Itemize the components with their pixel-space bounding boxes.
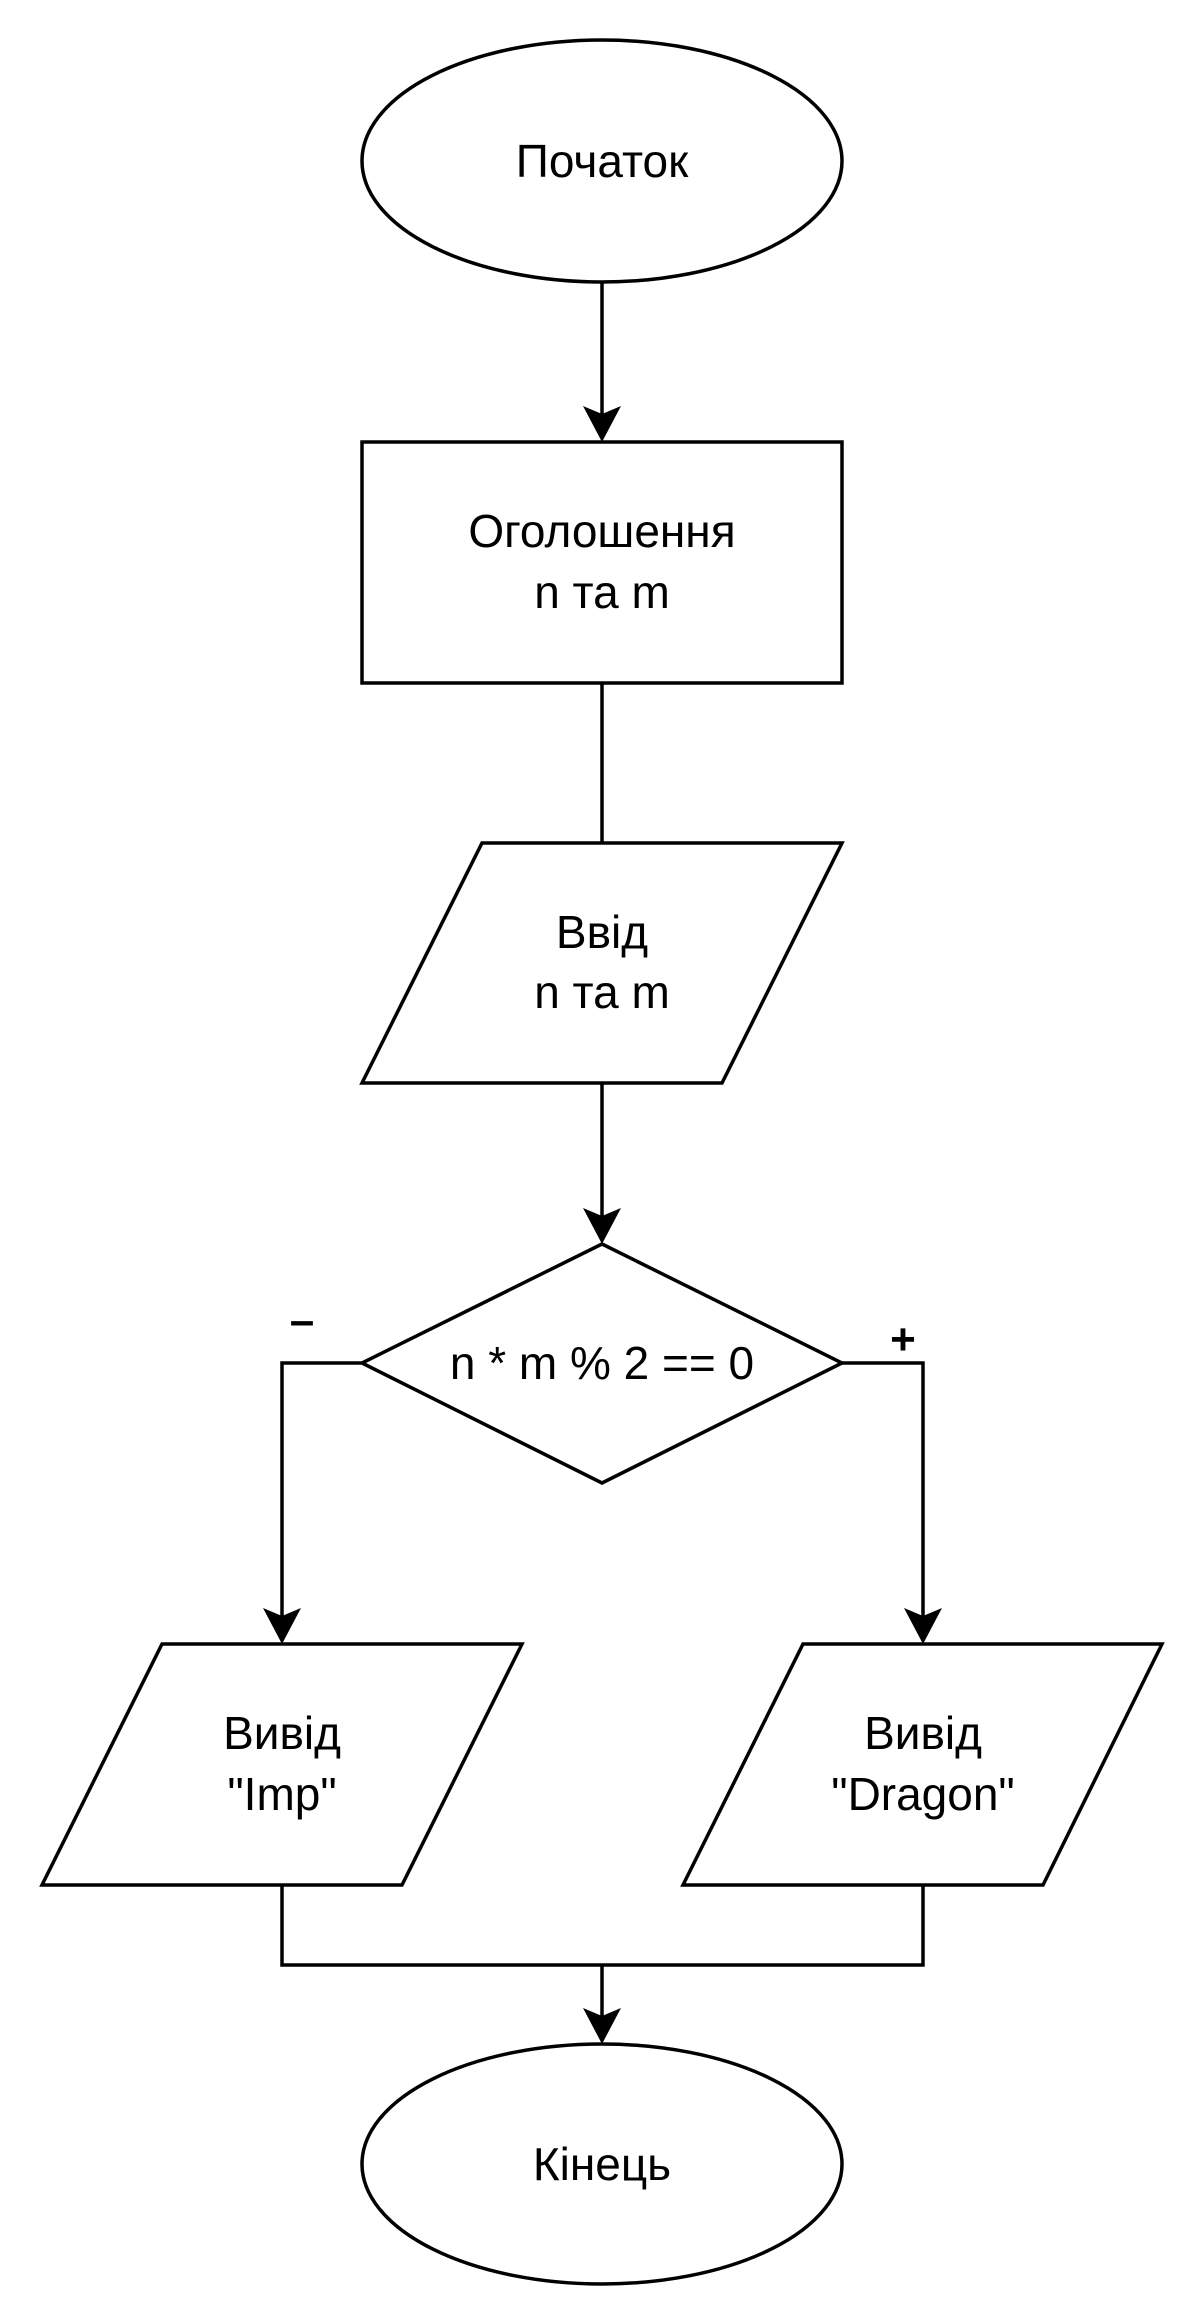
arrowhead-end <box>583 2008 621 2044</box>
false-branch-label: – <box>290 1296 314 1345</box>
arrowhead-output-false <box>263 1608 301 1644</box>
true-branch-label: + <box>890 1315 916 1364</box>
arrowhead-output-true <box>904 1608 942 1644</box>
condition-label: n * m % 2 == 0 <box>450 1337 754 1389</box>
start-terminator: Початок <box>360 38 844 284</box>
declare-label-line1: Оголошення <box>468 505 735 557</box>
condition-decision: n * m % 2 == 0 <box>358 1242 846 1485</box>
output-imp-line2: "Imp" <box>227 1768 336 1820</box>
input-data: Ввід n та m <box>359 841 845 1085</box>
declare-label-line2: n та m <box>534 566 670 618</box>
output-dragon-line2: "Dragon" <box>831 1768 1015 1820</box>
connectors <box>263 282 942 2044</box>
output-dragon-line1: Вивід <box>864 1707 982 1759</box>
input-label-line2: n та m <box>534 966 670 1018</box>
connector-condition-false <box>280 1361 362 1620</box>
input-label-line1: Ввід <box>556 906 648 958</box>
output-imp: Вивід "Imp" <box>39 1642 525 1887</box>
arrowhead-condition <box>583 1208 621 1244</box>
output-dragon: Вивід "Dragon" <box>680 1642 1165 1887</box>
declare-process: Оголошення n та m <box>360 440 844 685</box>
start-label: Початок <box>516 135 689 187</box>
connector-condition-true <box>842 1361 925 1620</box>
arrowhead-declare <box>583 406 621 442</box>
end-label: Кінець <box>533 2138 671 2190</box>
output-imp-line1: Вивід <box>223 1707 341 1759</box>
connector-merge <box>280 1885 925 1967</box>
end-terminator: Кінець <box>360 2042 844 2286</box>
